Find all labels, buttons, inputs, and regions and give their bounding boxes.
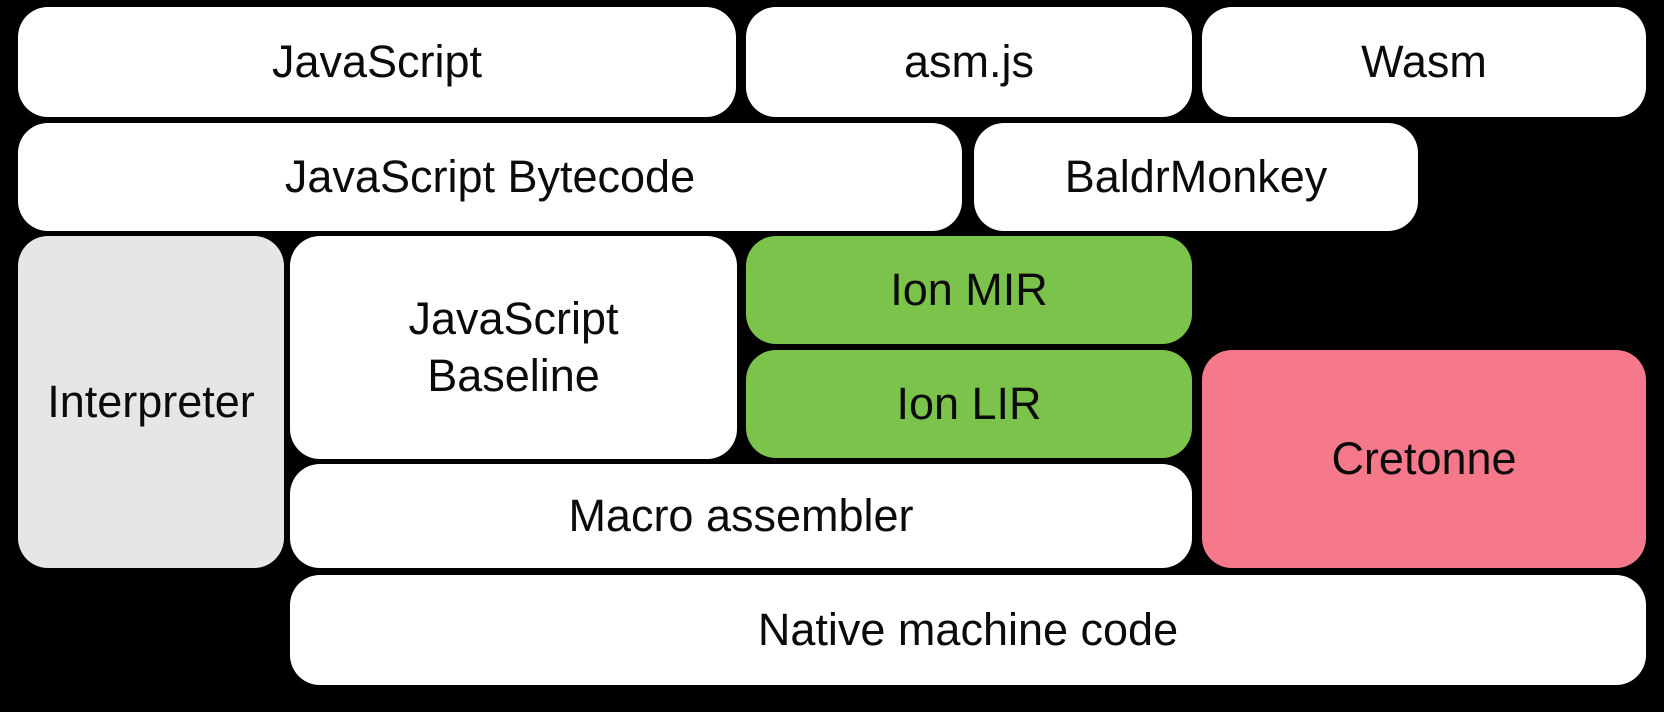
node-javascript-baseline: JavaScript Baseline: [290, 236, 737, 459]
node-native-machine-code: Native machine code: [290, 575, 1646, 685]
node-macro-assembler: Macro assembler: [290, 464, 1192, 568]
node-baldrmonkey: BaldrMonkey: [974, 123, 1418, 231]
node-javascript: JavaScript: [18, 7, 736, 117]
node-cretonne: Cretonne: [1202, 350, 1646, 568]
node-interpreter: Interpreter: [18, 236, 284, 568]
node-asmjs: asm.js: [746, 7, 1192, 117]
node-javascript-bytecode: JavaScript Bytecode: [18, 123, 962, 231]
node-ion-mir: Ion MIR: [746, 236, 1192, 344]
node-ion-lir: Ion LIR: [746, 350, 1192, 458]
node-wasm: Wasm: [1202, 7, 1646, 117]
